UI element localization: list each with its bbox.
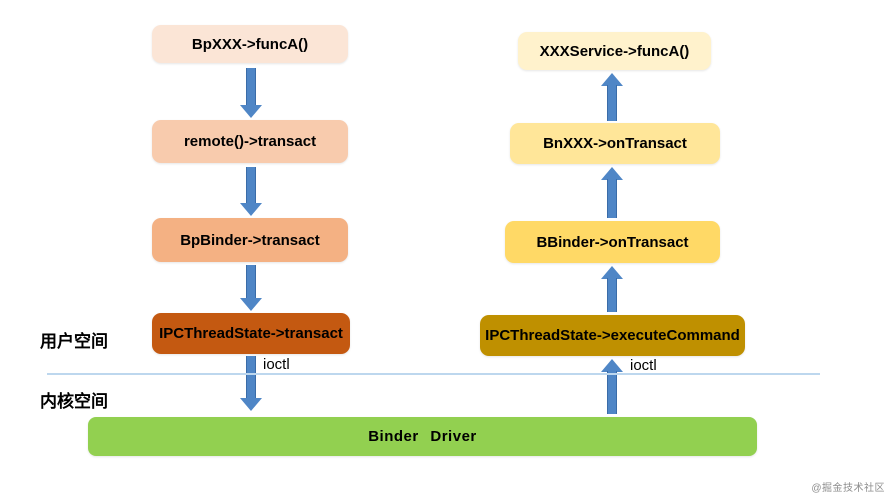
arrow-stem	[246, 356, 256, 399]
box-bpbinder-transact: BpBinder->transact	[152, 218, 348, 262]
arrow-stem	[607, 85, 617, 121]
arrow-down-icon	[240, 356, 262, 411]
arrow-head	[601, 359, 623, 372]
box-remote-transact: remote()->transact	[152, 120, 348, 163]
box-xxxservice-funca: XXXService->funcA()	[518, 32, 711, 70]
box-ipcthreadstate-executecommand: IPCThreadState->executeCommand	[480, 315, 745, 356]
arrow-up-icon	[601, 73, 623, 121]
arrow-stem	[246, 167, 256, 204]
box-bpxxx-funca: BpXXX->funcA()	[152, 25, 348, 63]
arrow-down-icon	[240, 265, 262, 311]
box-bnxxx-ontransact: BnXXX->onTransact	[510, 123, 720, 164]
arrow-head	[601, 73, 623, 86]
arrow-stem	[607, 278, 617, 312]
arrow-head	[601, 266, 623, 279]
arrow-head	[240, 298, 262, 311]
user-space-label: 用户空间	[40, 332, 108, 351]
box-binder-driver: Binder Driver	[88, 417, 757, 456]
arrow-up-icon	[601, 167, 623, 218]
arrow-up-icon	[601, 359, 623, 414]
arrow-head	[601, 167, 623, 180]
arrow-head	[240, 398, 262, 411]
ioctl-label-left: ioctl	[263, 356, 290, 373]
arrow-down-icon	[240, 68, 262, 118]
box-bbinder-ontransact: BBinder->onTransact	[505, 221, 720, 263]
arrow-head	[240, 105, 262, 118]
user-kernel-divider	[47, 373, 820, 375]
arrow-down-icon	[240, 167, 262, 216]
box-ipcthreadstate-transact: IPCThreadState->transact	[152, 313, 350, 354]
kernel-space-label: 内核空间	[40, 392, 108, 411]
arrow-stem	[607, 179, 617, 218]
ioctl-label-right: ioctl	[630, 357, 657, 374]
arrow-stem	[246, 265, 256, 299]
arrow-up-icon	[601, 266, 623, 312]
watermark: @掘金技术社区	[811, 483, 885, 494]
arrow-stem	[607, 371, 617, 414]
arrow-head	[240, 203, 262, 216]
arrow-stem	[246, 68, 256, 106]
